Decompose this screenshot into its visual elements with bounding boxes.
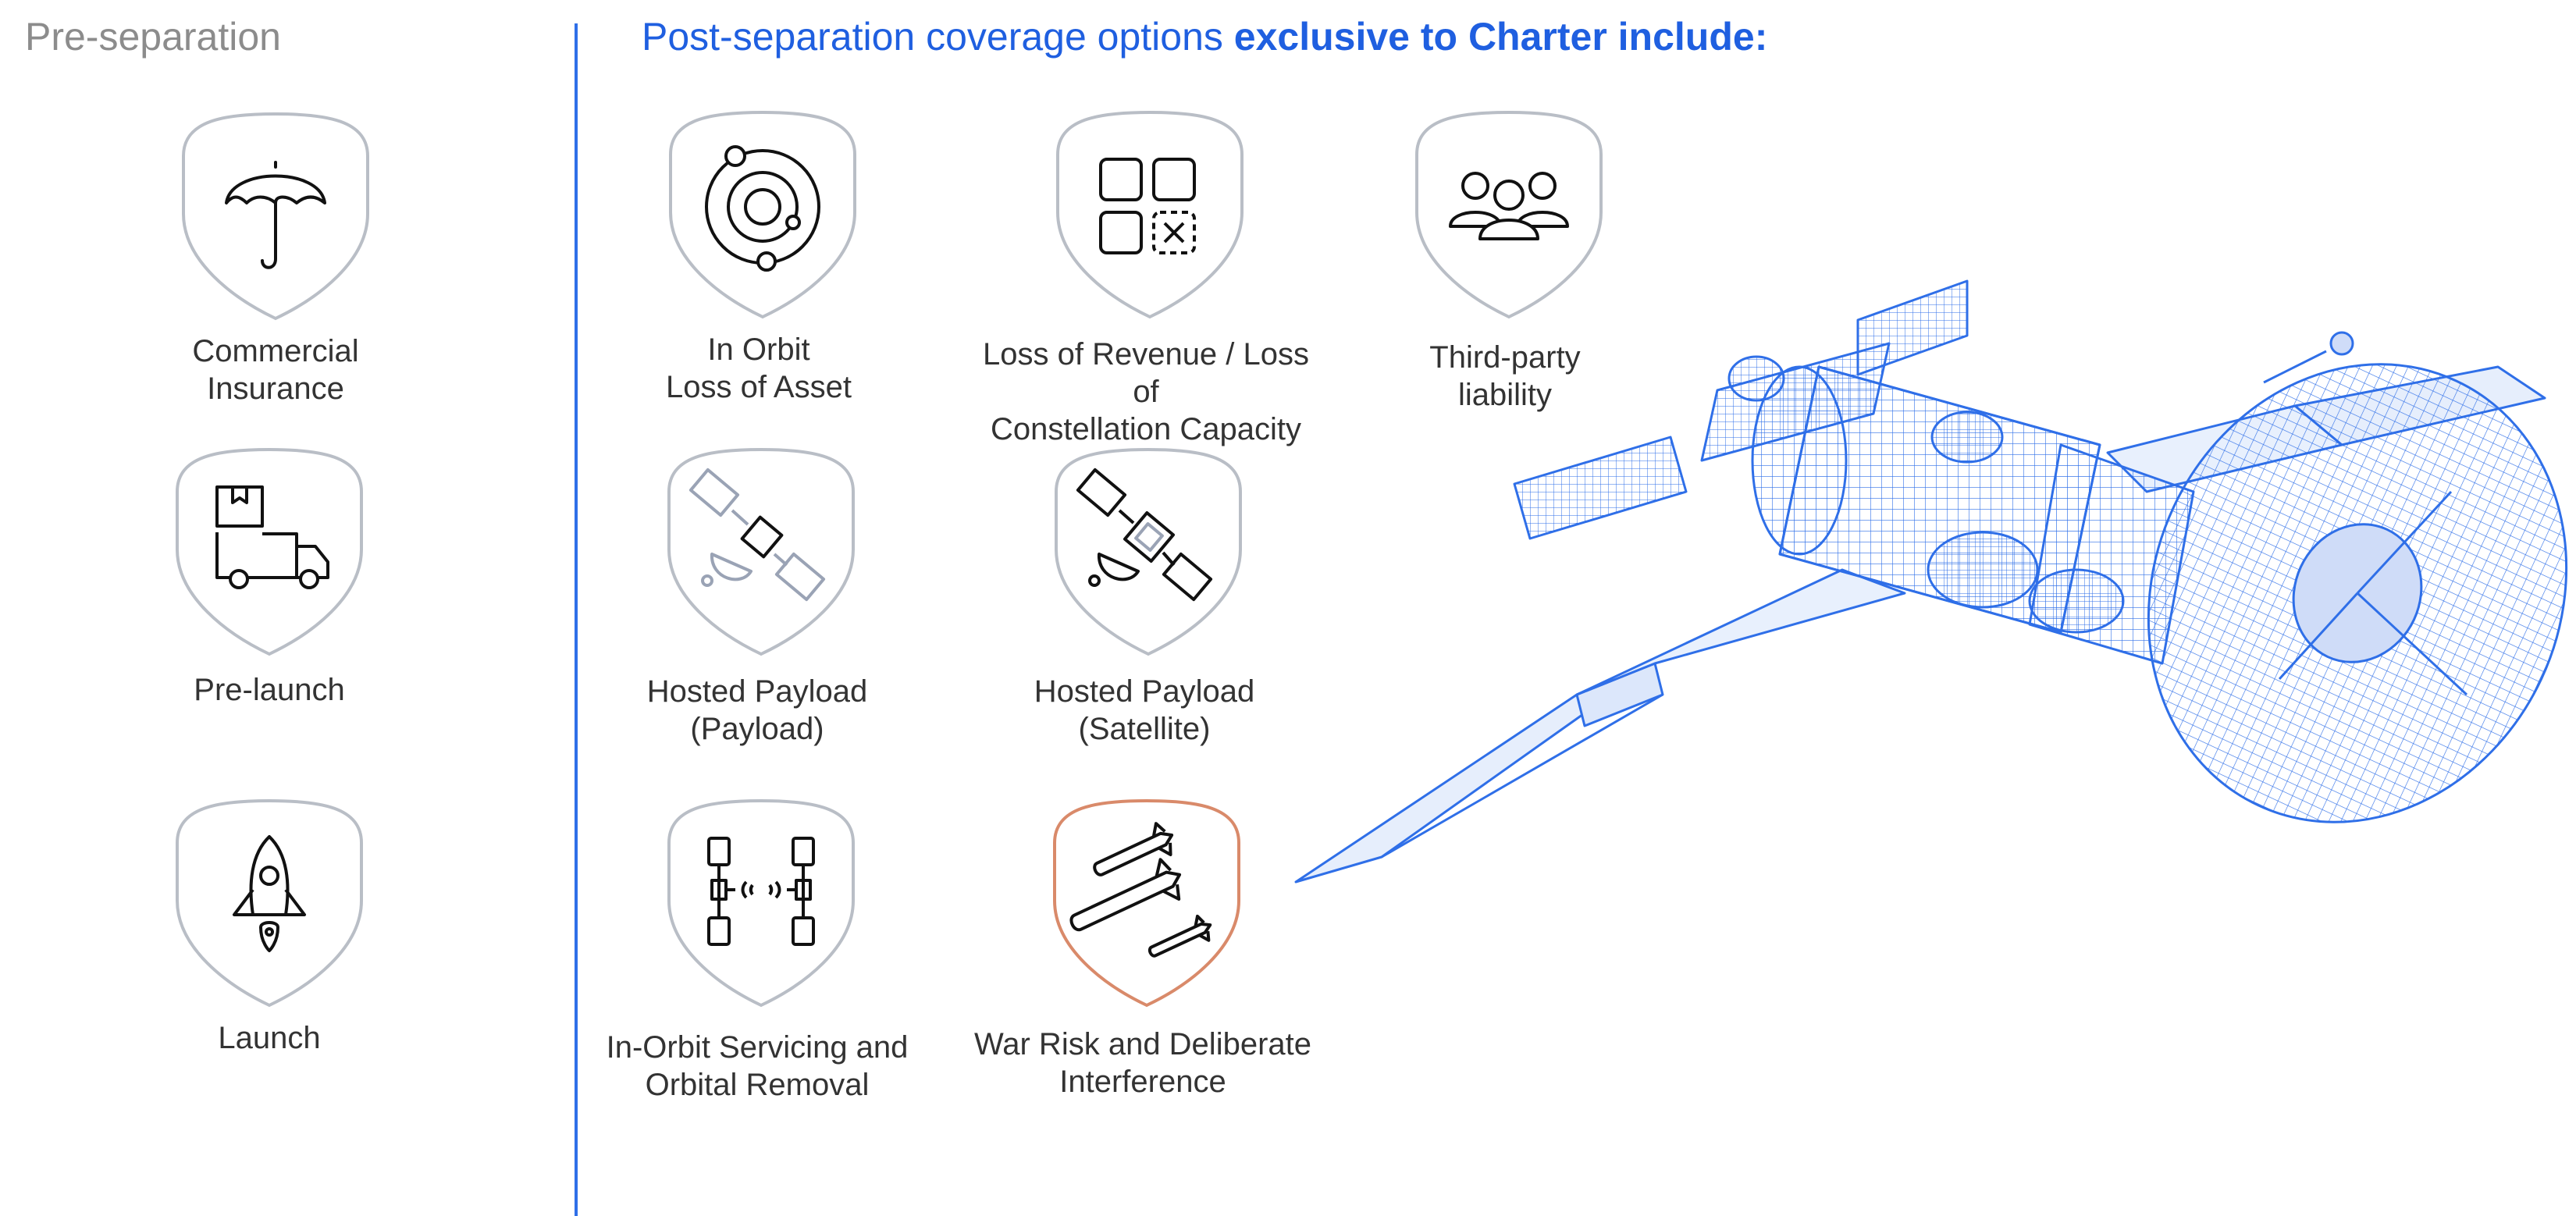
section-divider (575, 23, 578, 1216)
orbit-icon (705, 145, 820, 272)
hosted-payload-payload-shield (664, 446, 859, 657)
missiles-icon (1069, 822, 1212, 958)
hosted-payload-satellite-shield (1051, 446, 1246, 657)
constellation-grid-icon (1099, 158, 1196, 254)
commercial-insurance-shield (178, 111, 373, 322)
in-orbit-shield (665, 109, 860, 320)
loss-of-revenue-shield (1052, 109, 1247, 320)
in-orbit-label: In Orbit Loss of Asset (666, 332, 852, 404)
post-title-bold: exclusive to Charter include: (1233, 15, 1768, 59)
commercial-insurance-label: Commercial Insurance (192, 334, 359, 406)
third-party-liability-label: Third-party liability (1429, 340, 1581, 412)
servicing-docking-icon (707, 837, 815, 946)
in-orbit-servicing-label: In-Orbit Servicing and Orbital Removal (606, 1030, 909, 1102)
in-orbit-servicing-shield (664, 798, 859, 1008)
launch-shield (172, 798, 367, 1008)
people-group-icon (1449, 172, 1569, 240)
loss-of-revenue-label: Loss of Revenue / Loss of Constellation … (982, 337, 1310, 446)
pre-launch-label: Pre-launch (194, 673, 345, 707)
war-risk-label: War Risk and Deliberate Interference (973, 1027, 1311, 1099)
pre-launch-shield (172, 446, 367, 657)
hosted-satellite-icon (1076, 468, 1213, 602)
satellite-illustration (1280, 258, 2576, 1007)
delivery-truck-icon (215, 485, 329, 589)
launch-label: Launch (218, 1021, 321, 1055)
third-party-liability-shield (1411, 109, 1606, 320)
war-risk-shield (1049, 798, 1244, 1008)
pre-separation-title: Pre-separation (25, 15, 281, 59)
hosted-payload-satellite-label: Hosted Payload (Satellite) (1034, 674, 1255, 746)
umbrella-icon (225, 161, 326, 269)
hosted-payload-payload-label: Hosted Payload (Payload) (646, 674, 868, 746)
post-separation-title: Post-separation coverage options exclusi… (642, 14, 1767, 59)
rocket-icon (233, 835, 306, 952)
hosted-payload-icon (688, 468, 826, 602)
post-title-regular: Post-separation coverage options (642, 15, 1234, 59)
